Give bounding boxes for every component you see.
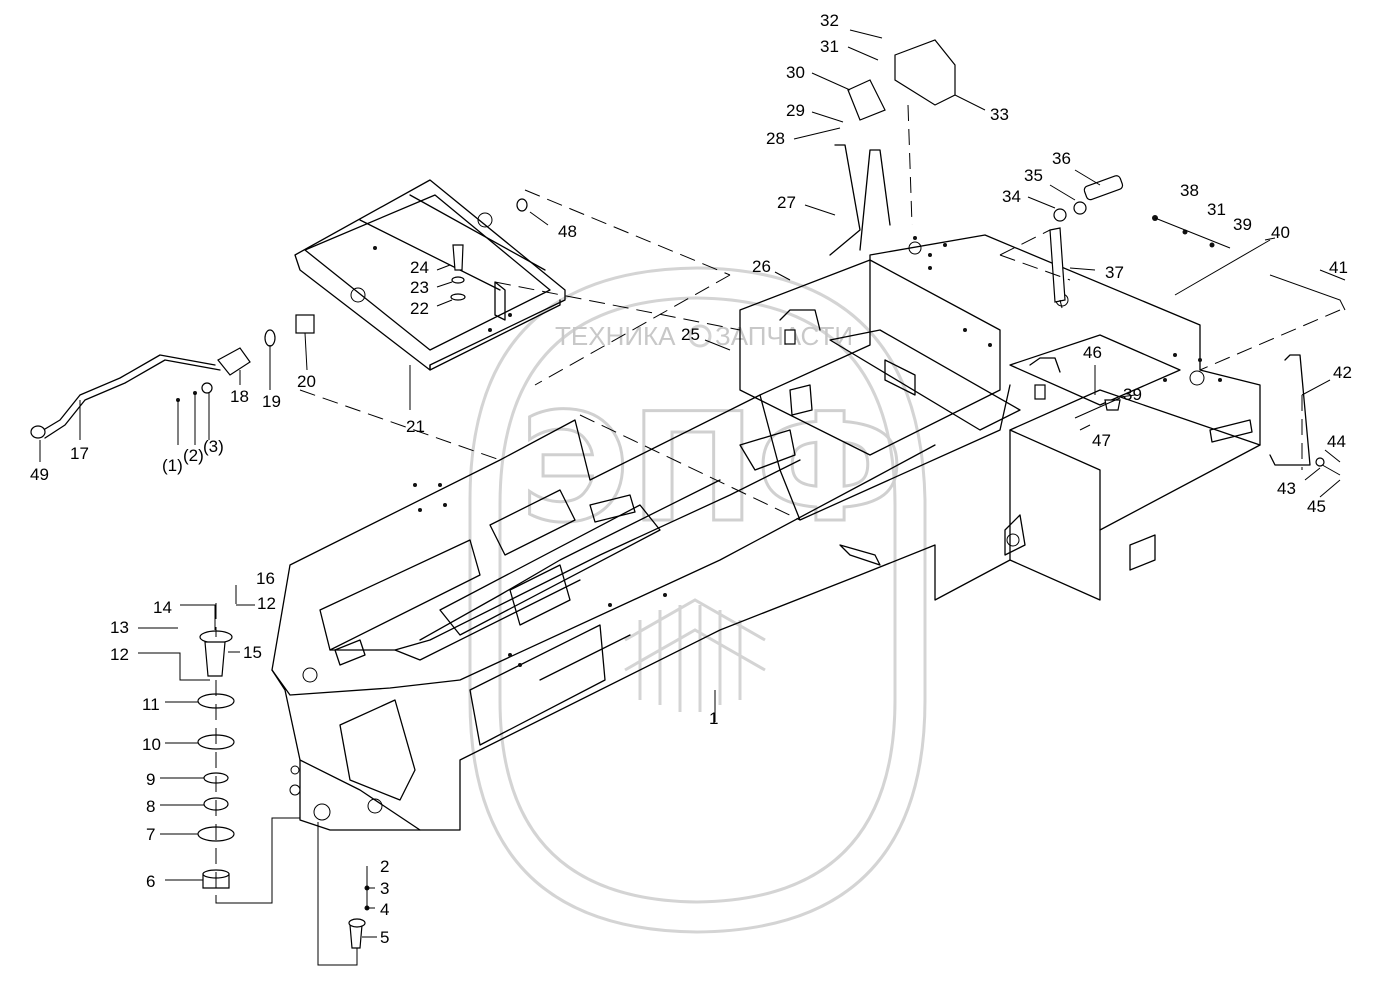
label-23: 23 xyxy=(410,278,429,297)
label-48: 48 xyxy=(558,222,577,241)
label-43: 43 xyxy=(1277,479,1296,498)
label-31-top: 31 xyxy=(820,37,839,56)
label-9: 9 xyxy=(146,770,155,789)
label-17: 17 xyxy=(70,444,89,463)
leader-lines xyxy=(39,29,1346,966)
label-24: 24 xyxy=(410,258,429,277)
label-1: 1 xyxy=(709,709,718,728)
label-33: 33 xyxy=(990,105,1009,124)
watermark: ЭПФ ТЕХНИКА ЗАПЧАСТИ xyxy=(468,266,927,934)
label-18: 18 xyxy=(230,387,249,406)
label-10: 10 xyxy=(142,735,161,754)
label-41: 41 xyxy=(1329,258,1348,277)
label-47: 47 xyxy=(1092,431,1111,450)
parts xyxy=(30,39,1346,949)
label-15: 15 xyxy=(243,643,262,662)
label-35: 35 xyxy=(1024,166,1043,185)
support-frame-21 xyxy=(294,179,566,371)
label-3: 3 xyxy=(380,879,389,898)
label-39-mid: 39 xyxy=(1123,385,1142,404)
label-39-top: 39 xyxy=(1233,215,1252,234)
label-p3: (3) xyxy=(203,437,224,456)
part-labels: 32 31 30 33 29 28 27 36 35 34 38 31 39 4… xyxy=(30,11,1352,947)
label-32: 32 xyxy=(820,11,839,30)
label-25: 25 xyxy=(681,325,700,344)
label-44: 44 xyxy=(1327,432,1346,451)
label-7: 7 xyxy=(146,825,155,844)
label-36: 36 xyxy=(1052,149,1071,168)
label-p1: (1) xyxy=(162,456,183,475)
wheat-icon xyxy=(624,598,766,712)
label-12-top: 12 xyxy=(257,594,276,613)
label-22: 22 xyxy=(410,299,429,318)
watermark-logo: ЭПФ xyxy=(520,382,904,556)
label-12-left: 12 xyxy=(110,645,129,664)
label-27: 27 xyxy=(777,193,796,212)
label-6: 6 xyxy=(146,872,155,891)
label-20: 20 xyxy=(297,372,316,391)
label-42: 42 xyxy=(1333,363,1352,382)
label-19: 19 xyxy=(262,392,281,411)
label-4: 4 xyxy=(380,900,389,919)
label-34: 34 xyxy=(1002,187,1021,206)
label-49: 49 xyxy=(30,465,49,484)
label-21: 21 xyxy=(406,417,425,436)
label-37: 37 xyxy=(1105,263,1124,282)
label-13: 13 xyxy=(110,618,129,637)
label-40: 40 xyxy=(1271,223,1290,242)
label-11: 11 xyxy=(142,695,160,714)
label-30: 30 xyxy=(786,63,805,82)
label-8: 8 xyxy=(146,797,155,816)
label-31-right: 31 xyxy=(1207,200,1226,219)
label-46: 46 xyxy=(1083,343,1102,362)
label-45: 45 xyxy=(1307,497,1326,516)
main-frame xyxy=(271,144,1311,831)
label-p2: (2) xyxy=(183,446,204,465)
label-2: 2 xyxy=(380,857,389,876)
label-16: 16 xyxy=(256,569,275,588)
label-38: 38 xyxy=(1180,181,1199,200)
label-14: 14 xyxy=(153,598,172,617)
label-29: 29 xyxy=(786,101,805,120)
gear-icon xyxy=(688,324,712,348)
label-5: 5 xyxy=(380,928,389,947)
watermark-right-text: ЗАПЧАСТИ xyxy=(715,321,853,351)
label-26: 26 xyxy=(752,257,771,276)
watermark-left-text: ТЕХНИКА xyxy=(555,321,676,351)
label-28: 28 xyxy=(766,129,785,148)
